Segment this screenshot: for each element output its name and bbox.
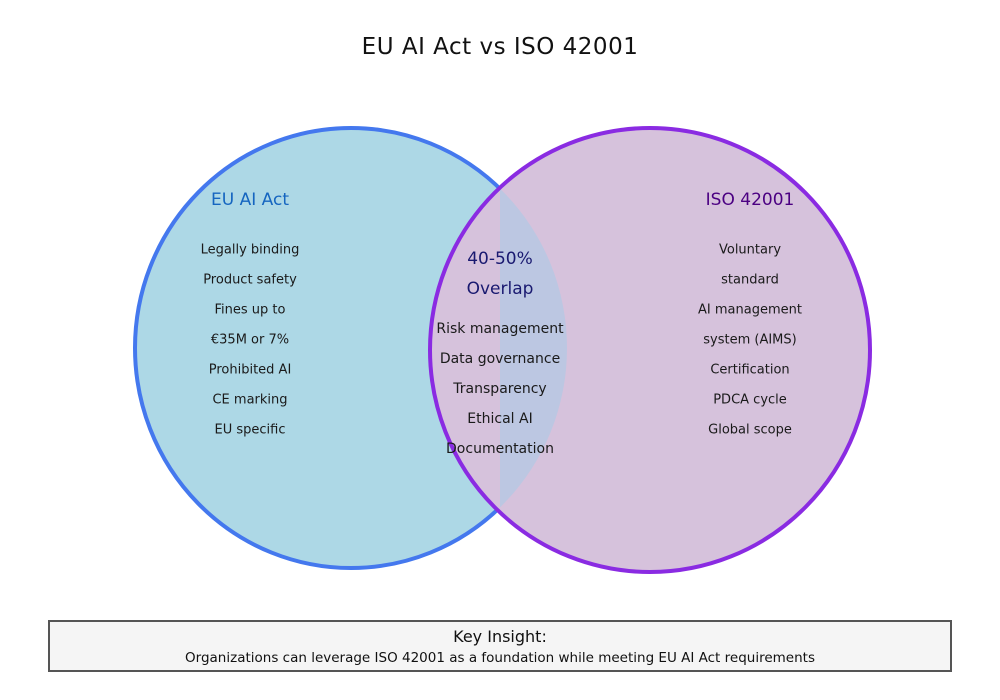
eu-item: Fines up to xyxy=(214,302,286,318)
iso-item: Global scope xyxy=(708,422,792,438)
eu-item: €35M or 7% xyxy=(210,332,290,348)
eu-item: EU specific xyxy=(214,422,286,438)
overlap-label-line2: Overlap xyxy=(466,279,534,299)
iso-circle-shape xyxy=(430,128,870,572)
overlap-item: Data governance xyxy=(439,351,561,367)
key-insight-box: Key Insight: Organizations can leverage … xyxy=(48,620,952,672)
overlap-region-shape xyxy=(500,188,567,508)
eu-item: Legally binding xyxy=(200,242,300,258)
iso-item: standard xyxy=(721,272,779,288)
eu-item: Prohibited AI xyxy=(208,362,292,378)
iso-item: PDCA cycle xyxy=(713,392,787,408)
page-title: EU AI Act vs ISO 42001 xyxy=(361,34,639,60)
iso-item: AI management xyxy=(698,302,802,318)
iso-circle-outline xyxy=(428,126,872,574)
iso-item: Voluntary xyxy=(718,242,782,258)
iso-circle-label: ISO 42001 xyxy=(705,190,795,210)
eu-item: Product safety xyxy=(203,272,297,288)
key-insight-heading: Key Insight: xyxy=(453,626,547,646)
overlap-item: Ethical AI xyxy=(467,411,533,427)
iso-item: Certification xyxy=(710,362,790,378)
overlap-item: Documentation xyxy=(446,441,554,457)
iso-item: system (AIMS) xyxy=(703,332,797,348)
key-insight-text: Organizations can leverage ISO 42001 as … xyxy=(185,649,815,666)
overlap-item: Risk management xyxy=(436,321,564,337)
overlap-label-line1: 40-50% xyxy=(467,249,533,269)
eu-item: CE marking xyxy=(212,392,288,408)
eu-circle-label: EU AI Act xyxy=(211,190,289,210)
overlap-item: Transparency xyxy=(453,381,547,397)
